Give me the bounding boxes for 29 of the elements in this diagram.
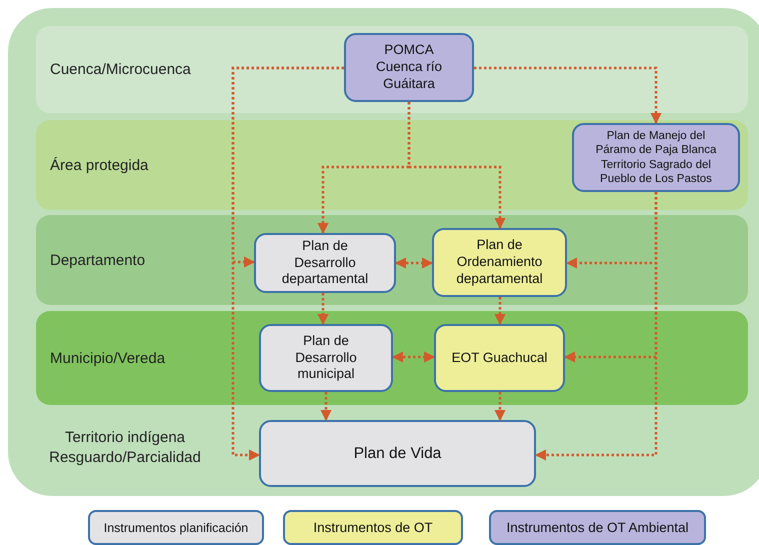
instrument-box: Plan de Vida bbox=[259, 420, 536, 487]
instrument-box: EOT Guachucal bbox=[434, 324, 565, 392]
legend-key: Instrumentos planificación bbox=[88, 510, 264, 545]
dotted-arrow bbox=[494, 297, 506, 326]
instrument-box: Plan de Desarrollo departamental bbox=[254, 233, 396, 293]
dotted-arrow bbox=[474, 66, 662, 124]
dotted-arrow bbox=[320, 392, 332, 422]
level-band bbox=[36, 26, 748, 113]
legend-key: Instrumentos de OT Ambiental bbox=[489, 510, 706, 545]
dotted-arrow bbox=[494, 392, 506, 422]
level-band bbox=[36, 215, 748, 305]
level-band bbox=[36, 120, 748, 210]
dotted-arrow bbox=[317, 293, 329, 326]
instrument-box: Plan de Desarrollo municipal bbox=[259, 324, 393, 392]
band-label: Departamento bbox=[50, 250, 146, 270]
level-label: Territorio indígena Resguardo/Parcialidad bbox=[48, 428, 202, 468]
dotted-arrow bbox=[534, 192, 658, 461]
dotted-arrow bbox=[408, 102, 506, 230]
band-label: Área protegida bbox=[50, 156, 148, 176]
band-label: Municipio/Vereda bbox=[50, 348, 166, 368]
instrument-box: Plan de Ordenamiento departamental bbox=[432, 228, 567, 297]
instrument-box: Plan de Manejo del Páramo de Paja Blanca Territorio Sagrado del Pueblo de Los Pastos bbox=[572, 123, 740, 192]
dotted-arrow bbox=[232, 66, 344, 461]
dotted-arrow bbox=[394, 257, 434, 269]
dotted-arrow bbox=[392, 351, 436, 363]
instrument-box: POMCA Cuenca río Guáitara bbox=[344, 33, 474, 102]
band-label: Cuenca/Microcuenca bbox=[50, 60, 191, 80]
level-band bbox=[36, 311, 748, 405]
legend-key: Instrumentos de OT bbox=[283, 510, 463, 545]
